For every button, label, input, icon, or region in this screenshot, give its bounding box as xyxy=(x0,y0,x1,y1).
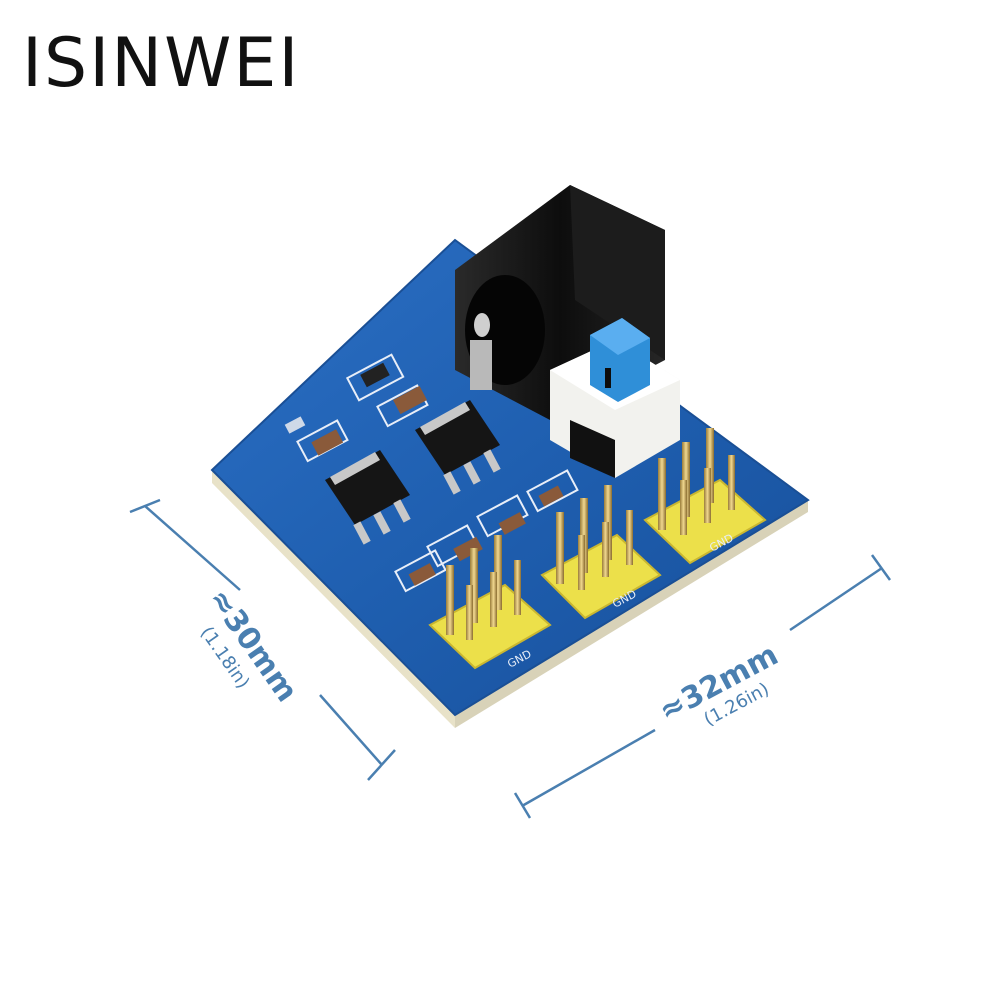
dimension-height xyxy=(129,498,396,781)
smd-capacitors xyxy=(284,362,564,586)
pin-header-1 xyxy=(428,535,552,670)
pin-header-3 xyxy=(643,428,767,565)
push-button xyxy=(550,318,680,478)
pcb-board xyxy=(210,238,810,728)
pin-header-2 xyxy=(540,485,662,620)
brand-logo: ISINWEI xyxy=(22,24,301,103)
regulator-u2 xyxy=(325,450,411,545)
regulator-u1 xyxy=(415,400,501,495)
dimension-width xyxy=(513,554,892,819)
